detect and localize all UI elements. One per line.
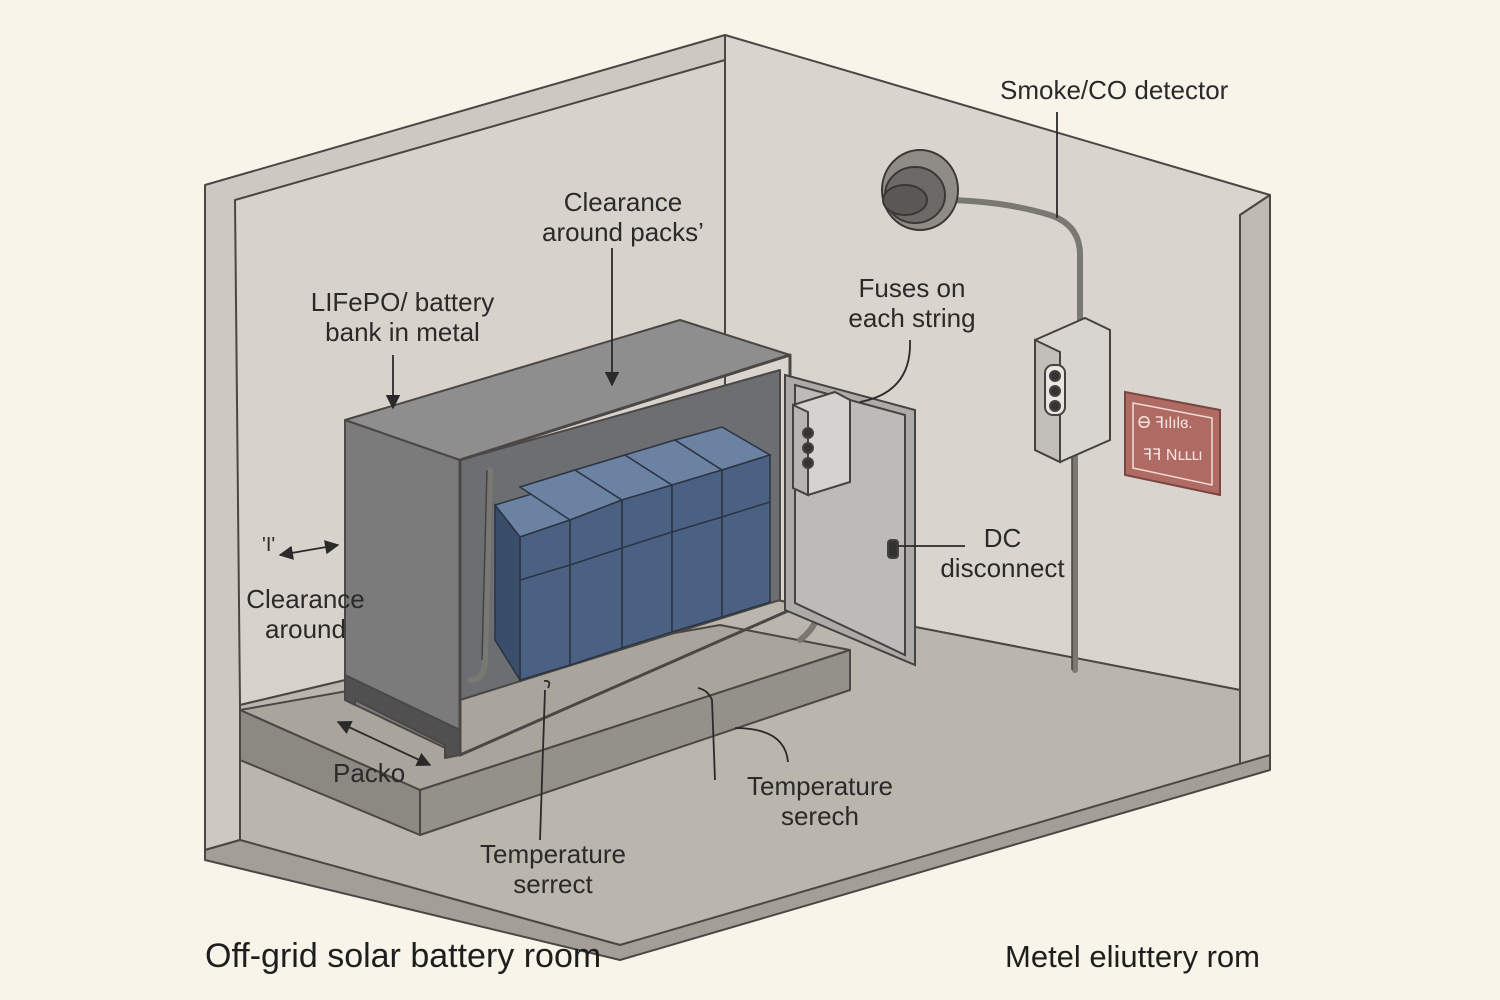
temp-bottom-leader	[539, 689, 546, 841]
packo-label-text: Packo	[333, 758, 406, 788]
right-wall-cap	[1239, 194, 1271, 771]
clearance-side-arrow	[278, 540, 340, 560]
side-marker-text: 'I'	[262, 534, 276, 556]
clearance-packs-label: Clearance around packs’	[528, 187, 718, 247]
clearance-around-label-line2: around	[265, 614, 346, 644]
sign-text-line1: Ꮎ ꟻılılɞ.	[1138, 415, 1193, 432]
dc-disconnect-label: DC disconnect	[935, 523, 1070, 583]
fuses-label-line2: each string	[848, 303, 976, 333]
clearance-packs-label-line2: around packs’	[542, 217, 704, 247]
door-handle	[887, 539, 899, 559]
clearance-around-label-line1: Clearance	[246, 584, 365, 614]
cable-outlines	[481, 450, 1073, 670]
temp-sensor-tip	[543, 679, 551, 689]
leader-lines	[278, 112, 1058, 841]
fuse-box	[792, 390, 851, 497]
caption-left: Off-grid solar battery room	[205, 937, 602, 975]
sign-text-line2: ꟻꟻ Nւււı	[1143, 447, 1203, 464]
temp-right-label-line1: Temperature	[747, 771, 893, 801]
battery-pack	[673, 426, 772, 619]
clearance-around-label: Clearance around	[238, 584, 373, 644]
fuses-label: Fuses on each string	[832, 273, 992, 333]
temp-right-leader	[697, 687, 716, 781]
smoke-detector-label: Smoke/CO detector	[1000, 75, 1228, 105]
dc-disconnect-label-line2: disconnect	[940, 553, 1065, 583]
pack-spacing-arrow	[336, 720, 432, 767]
fuses-label-line1: Fuses on	[858, 273, 966, 303]
battery-packs	[493, 426, 772, 683]
packo-label: Packo	[333, 758, 405, 788]
fuses-leader	[859, 339, 911, 403]
temp-right-label-line2: serech	[780, 801, 860, 831]
battery-bank-label-line2: bank in metal	[325, 317, 480, 347]
battery-pack	[623, 439, 724, 634]
floor-front-edge	[204, 754, 1271, 961]
battery-bank-label-line1: LIFePO/ battery	[310, 287, 495, 317]
warning-sign: Ꮎ ꟻılılɞ. ꟻꟻ Nւււı	[1124, 390, 1221, 497]
temp-right-label: Temperature serech	[735, 771, 905, 831]
side-marker-label: 'I'	[262, 530, 275, 560]
battery-bank-label: LIFePO/ battery bank in metal	[295, 287, 510, 347]
temp-bottom-label: Temperature serrect	[468, 839, 638, 899]
temp-right-leader-b	[734, 727, 789, 763]
clearance-packs-label-line1: Clearance	[563, 187, 683, 217]
temp-bottom-label-line2: serrect	[513, 869, 593, 899]
dc-disconnect-label-line1: DC	[983, 523, 1022, 553]
battery-pack	[493, 489, 572, 683]
dc-disconnect-box	[1034, 316, 1111, 464]
smoke-detector-label-text: Smoke/CO detector	[1000, 75, 1229, 105]
battery-pack	[573, 454, 674, 650]
temp-bottom-label-line1: Temperature	[480, 839, 626, 869]
smoke-detector	[881, 149, 959, 231]
caption-right: Metel eliuttery rom	[1005, 939, 1260, 974]
